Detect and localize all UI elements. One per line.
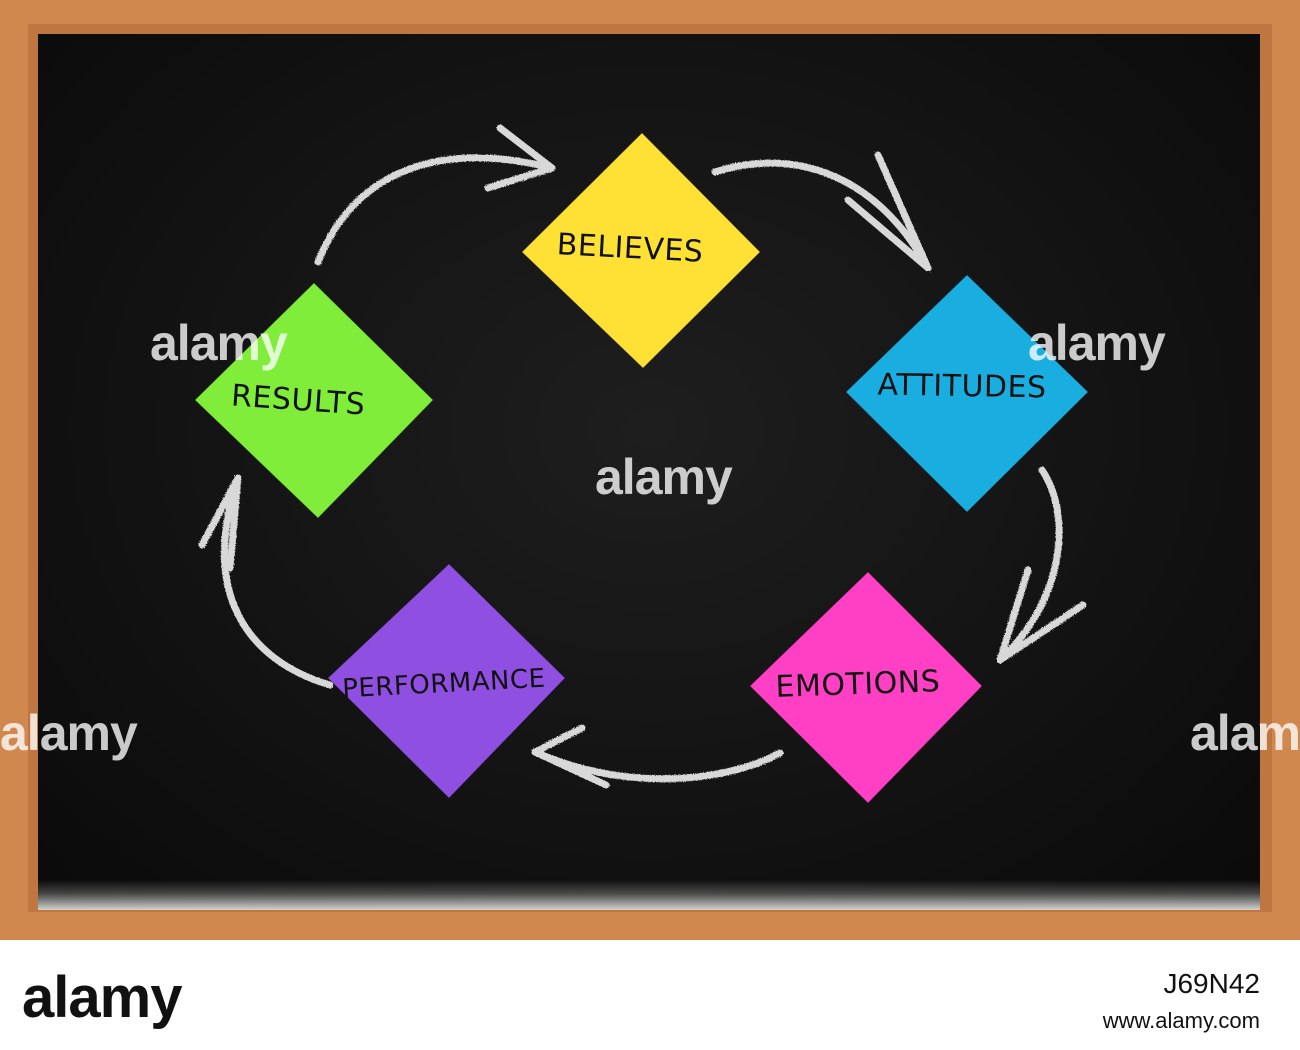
alamy-logo: alamy bbox=[22, 965, 182, 1030]
note-emotions: EMOTIONS bbox=[749, 571, 983, 804]
arrow-performance-to-results bbox=[198, 474, 334, 689]
sticky-note-attitudes bbox=[845, 274, 1089, 513]
sticky-note-emotions bbox=[749, 571, 983, 804]
watermark: alamy bbox=[1028, 315, 1166, 371]
label-emotions: EMOTIONS bbox=[775, 664, 941, 705]
sticky-note-performance bbox=[327, 563, 566, 799]
note-performance: PERFORMANCE bbox=[327, 563, 566, 799]
arrow-believes-to-attitudes bbox=[711, 151, 932, 272]
sticky-note-believes bbox=[521, 132, 761, 369]
watermark: alamy bbox=[595, 449, 733, 505]
watermark-footer: alamy J69N42 www.alamy.com bbox=[0, 940, 1300, 1050]
image-id: J69N42 bbox=[1163, 968, 1260, 999]
arrow-attitudes-to-emotions bbox=[996, 466, 1087, 664]
label-believes: BELIEVES bbox=[556, 227, 704, 270]
arrow-results-to-believes bbox=[314, 124, 556, 266]
watermark: alamy bbox=[0, 705, 138, 761]
watermark: alamy bbox=[150, 315, 288, 371]
cycle-diagram: BELIEVES ATTITUDES EMOTIONS PERFORMANCE … bbox=[194, 124, 1089, 804]
arrow-emotions-to-performance bbox=[531, 724, 784, 789]
watermark: alamy bbox=[1190, 705, 1300, 761]
chalk-dust bbox=[38, 880, 1260, 910]
note-attitudes: ATTITUDES bbox=[845, 274, 1089, 513]
site-url: www.alamy.com bbox=[1102, 1008, 1260, 1033]
label-attitudes: ATTITUDES bbox=[877, 368, 1047, 406]
note-believes: BELIEVES bbox=[521, 132, 761, 369]
note-results: RESULTS bbox=[194, 282, 434, 519]
sticky-note-results bbox=[194, 282, 434, 519]
